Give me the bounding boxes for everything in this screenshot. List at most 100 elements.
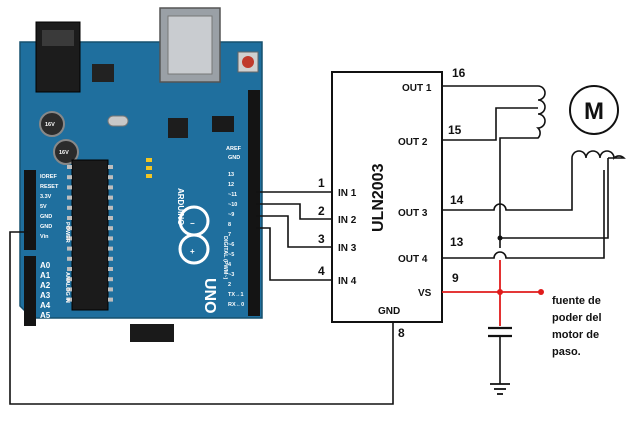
pin-number-vs: 9 (452, 271, 459, 285)
chip-leg (67, 165, 72, 169)
power-label: POWER (64, 222, 70, 243)
pin-number-in3: 3 (318, 232, 325, 246)
vs-label: VS (418, 288, 432, 299)
chip-leg (67, 205, 72, 210)
wire-coil-b-end (500, 158, 609, 239)
digital-pin-label: ~11 (228, 192, 237, 198)
chip-leg (108, 256, 113, 261)
crystal (107, 115, 129, 127)
chip-leg (108, 185, 113, 190)
chip-leg (108, 267, 113, 271)
led-l (146, 158, 152, 162)
wire-out2 (442, 107, 538, 141)
chip-leg (108, 205, 113, 210)
chip-leg (108, 195, 113, 200)
out3-label: OUT 3 (398, 208, 428, 219)
chip-leg (67, 226, 72, 231)
power-note-line-4: paso. (552, 346, 581, 358)
wire-pin10-in2 (256, 203, 332, 220)
chip-leg (67, 185, 72, 190)
led-rx (146, 174, 152, 178)
power-pin-label: GND (40, 224, 52, 230)
capacitor-icon (53, 139, 79, 165)
board-gnd-label: GND (228, 155, 240, 161)
chip-leg (108, 236, 113, 241)
power-header (24, 170, 36, 250)
arduino-logo: − + (178, 205, 210, 265)
icsp-header (212, 116, 234, 132)
analog-pin-label: A5 (40, 311, 51, 320)
digital-pin-label: ~10 (228, 202, 237, 208)
chip-leg (67, 256, 72, 261)
pin-number-out2: 15 (448, 123, 462, 137)
junction-dot (497, 235, 503, 241)
power-pin-label: 3.3V (40, 194, 52, 200)
out2-label: OUT 2 (398, 137, 428, 148)
digital-label: DIGITAL (PWM~) (222, 236, 228, 280)
analog-pin-label: A2 (40, 281, 51, 290)
pin-number-in1: 1 (318, 176, 325, 190)
analog-pin-label: A0 (40, 261, 51, 270)
digital-pin-label: ~5 (228, 252, 234, 258)
chip-leg (67, 216, 72, 220)
wire-out4 (442, 170, 605, 259)
chip-leg (67, 195, 72, 200)
ground-icon (490, 383, 510, 395)
atmega-chip (71, 159, 109, 311)
gnd-label: GND (378, 306, 400, 317)
digital-pin-label: RX←0 (228, 302, 244, 308)
brand-label: ARDUINO (176, 188, 185, 225)
analog-header (24, 256, 36, 326)
capacitor-label: 16V (59, 150, 69, 156)
pin-number-out4: 13 (450, 235, 464, 249)
chip-name: ULN2003 (370, 163, 387, 232)
model-label: UNO (201, 278, 218, 314)
aref-label: AREF (226, 146, 242, 152)
power-pin-label: Vin (40, 234, 49, 240)
chip-leg (108, 216, 113, 220)
digital-pin-label: 8 (228, 222, 231, 228)
analog-pin-label: A1 (40, 271, 51, 280)
pin-number-out3: 14 (450, 193, 464, 207)
chip-leg (108, 226, 113, 231)
power-note-line-3: motor de (552, 329, 599, 341)
out1-label: OUT 1 (402, 83, 432, 94)
capacitor-label: 16V (45, 122, 55, 128)
signal-wires (9, 191, 394, 405)
wire-pin9-in3 (256, 215, 332, 248)
coil-a-icon (499, 85, 546, 248)
digital-pin-label: ~6 (228, 242, 234, 248)
pin-numbers: 1 2 3 4 16 15 14 13 9 8 (318, 66, 466, 340)
digital-pin-label: 7 (228, 232, 231, 238)
motor-label: M (584, 98, 604, 125)
power-supply: fuente de poder del motor de paso. (442, 260, 602, 395)
pin-number-gnd: 8 (398, 326, 405, 340)
chip-leg (108, 246, 113, 251)
power-terminal (538, 289, 544, 295)
chip-leg (108, 287, 113, 292)
pin-number-in4: 4 (318, 264, 325, 278)
motor-wiring: M (442, 85, 626, 259)
motor-symbol (569, 85, 619, 135)
wire-pin8-in4 (256, 227, 332, 281)
capacitor-icon (39, 111, 65, 137)
digital-pin-label: 12 (228, 182, 234, 188)
out4-label: OUT 4 (398, 254, 428, 265)
chip-leg (67, 246, 72, 251)
digital-pin-label: 13 (228, 172, 234, 178)
chip-body (331, 71, 443, 323)
voltage-regulator (92, 64, 114, 82)
power-note-line-2: poder del (552, 312, 602, 324)
power-note-line-1: fuente de (552, 295, 601, 307)
pin-number-out1: 16 (452, 66, 466, 80)
chip-leg (67, 297, 72, 302)
chip-leg (67, 287, 72, 292)
arduino-board: 16V 16V − + ARDUINO UNO DIGITAL (PWM~) A… (19, 7, 263, 342)
chip-leg (108, 165, 113, 169)
chip-leg (67, 175, 72, 180)
chip-leg (67, 277, 72, 282)
in4-label: IN 4 (338, 276, 357, 287)
chip-leg (108, 297, 113, 302)
analog-pin-label: A3 (40, 291, 51, 300)
